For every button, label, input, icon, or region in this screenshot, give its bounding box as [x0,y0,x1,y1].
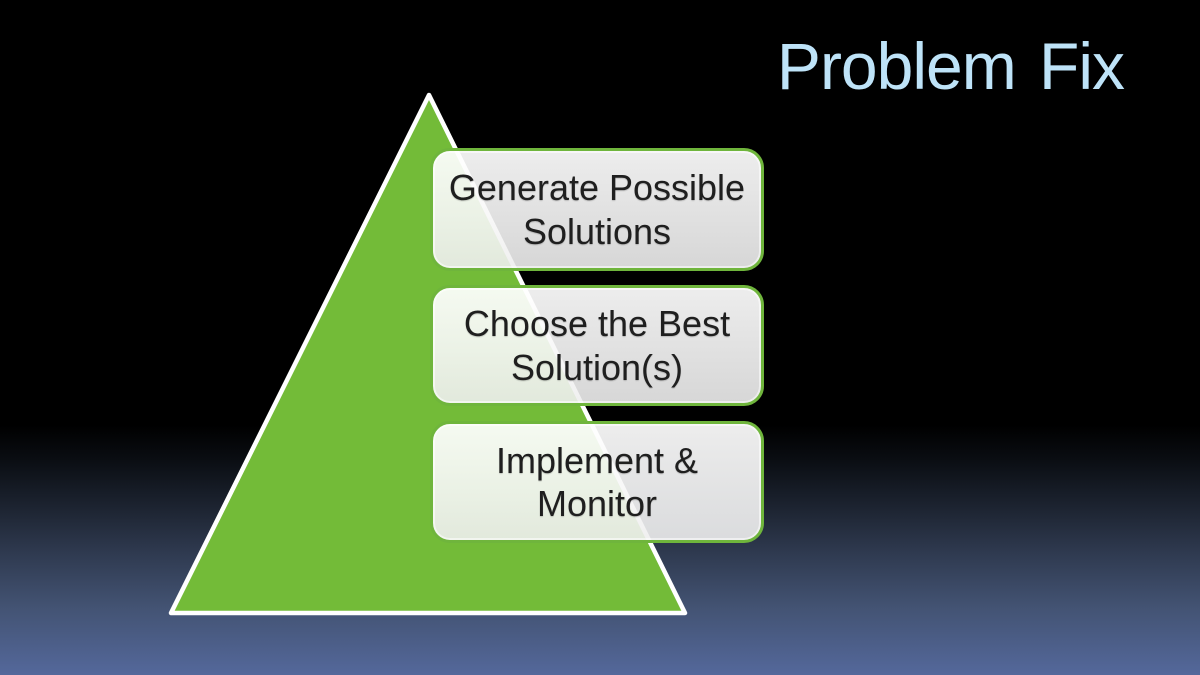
step-box-implement-monitor: Implement & Monitor [430,421,764,543]
step-box-generate-solutions: Generate Possible Solutions [430,148,764,271]
step-box-choose-best-solution: Choose the Best Solution(s) [430,285,764,406]
step-label-generate-solutions: Generate Possible Solutions [448,167,746,252]
slide-title: Problem Fix [776,29,1125,103]
step-label-implement-monitor: Implement & Monitor [495,439,699,524]
step-label-choose-best-solution: Choose the Best Solution(s) [463,303,731,388]
